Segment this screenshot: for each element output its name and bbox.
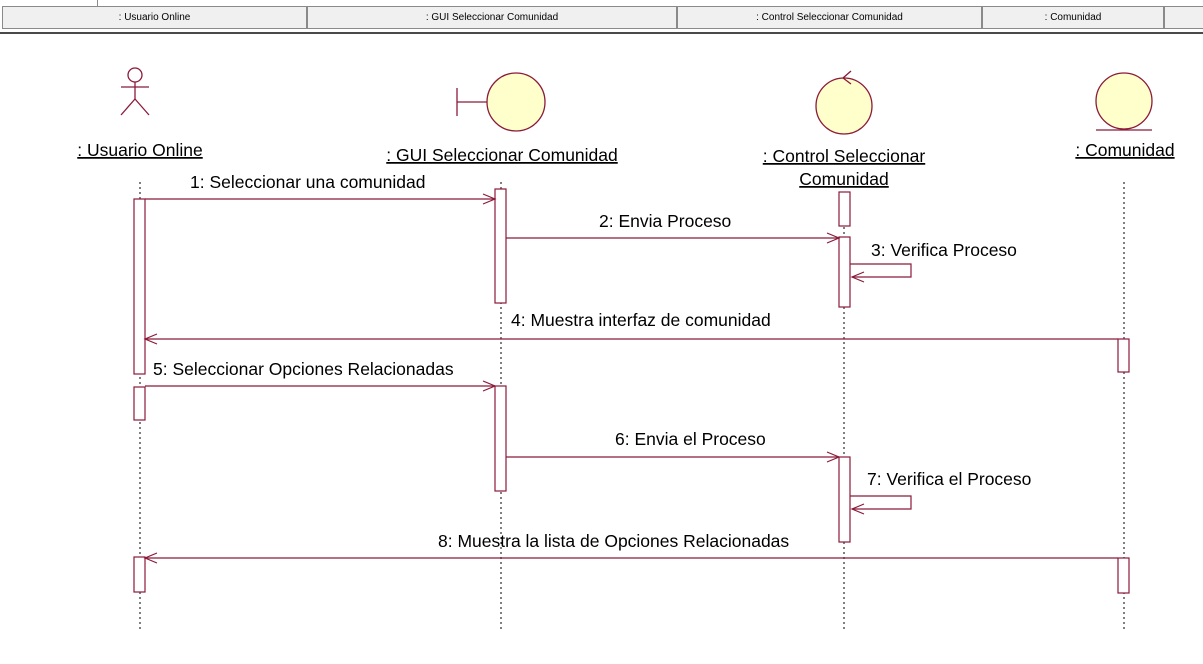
activation-usuario-2 [133,386,146,421]
message-label-2: 2: Envia Proceso [599,211,731,231]
message-label-3: 3: Verifica Proceso [871,240,1017,260]
lifeline-label-comunidad: : Comunidad [1075,140,1174,160]
message-label-6: 6: Envia el Proceso [615,429,766,449]
actor-icon[interactable] [120,67,150,116]
message-label-5: 5: Seleccionar Opciones Relacionadas [153,359,454,379]
control-icon[interactable] [815,70,873,135]
message-arrow-3 [850,263,912,278]
arrowhead-2 [826,232,841,244]
header-cell-gui-seleccionar-comunidad[interactable]: : GUI Seleccionar Comunidad [307,6,677,29]
activation-control-1 [838,191,851,227]
activation-comunidad-1 [1117,338,1130,373]
arrowhead-7 [850,503,865,515]
lifeline-header-bar: : Usuario Online : GUI Seleccionar Comun… [0,0,1203,34]
activation-control-3 [838,456,851,543]
lifeline-label-gui-seleccionar-comunidad: : GUI Seleccionar Comunidad [386,145,618,165]
arrowhead-5 [482,380,497,392]
activation-control-2 [838,236,851,308]
header-cell-usuario-online[interactable]: : Usuario Online [2,6,307,29]
header-cell-control-seleccionar-comunidad[interactable]: : Control Seleccionar Comunidad [677,6,982,29]
activation-usuario-3 [133,556,146,593]
message-arrow-7 [850,495,912,510]
arrowhead-1 [482,193,497,205]
activation-usuario-1 [133,198,146,375]
lifeline-label-usuario-online: : Usuario Online [77,140,202,160]
message-label-8: 8: Muestra la lista de Opciones Relacion… [438,531,789,551]
arrowhead-6 [826,451,841,463]
activation-comunidad-2 [1117,557,1130,594]
message-label-4: 4: Muestra interfaz de comunidad [511,310,771,330]
message-label-7: 7: Verifica el Proceso [867,469,1031,489]
arrowhead-3 [850,271,865,283]
lifeline-label-control-line1: : Control Seleccionar [763,146,926,166]
entity-icon[interactable] [1095,72,1153,131]
activation-gui-1 [494,188,507,304]
boundary-icon[interactable] [456,72,546,132]
sequence-diagram: : Usuario Online : GUI Seleccionar Comun… [77,67,1175,630]
header-cell-comunidad[interactable]: : Comunidad [982,6,1164,29]
activation-gui-2 [494,385,507,492]
arrowhead-8 [143,552,158,564]
header-divider [97,0,98,6]
header-cell-empty[interactable] [1164,6,1203,29]
lifeline-label-control-line2: Comunidad [799,169,889,189]
message-label-1: 1: Seleccionar una comunidad [190,172,425,192]
arrowhead-4 [143,333,158,345]
